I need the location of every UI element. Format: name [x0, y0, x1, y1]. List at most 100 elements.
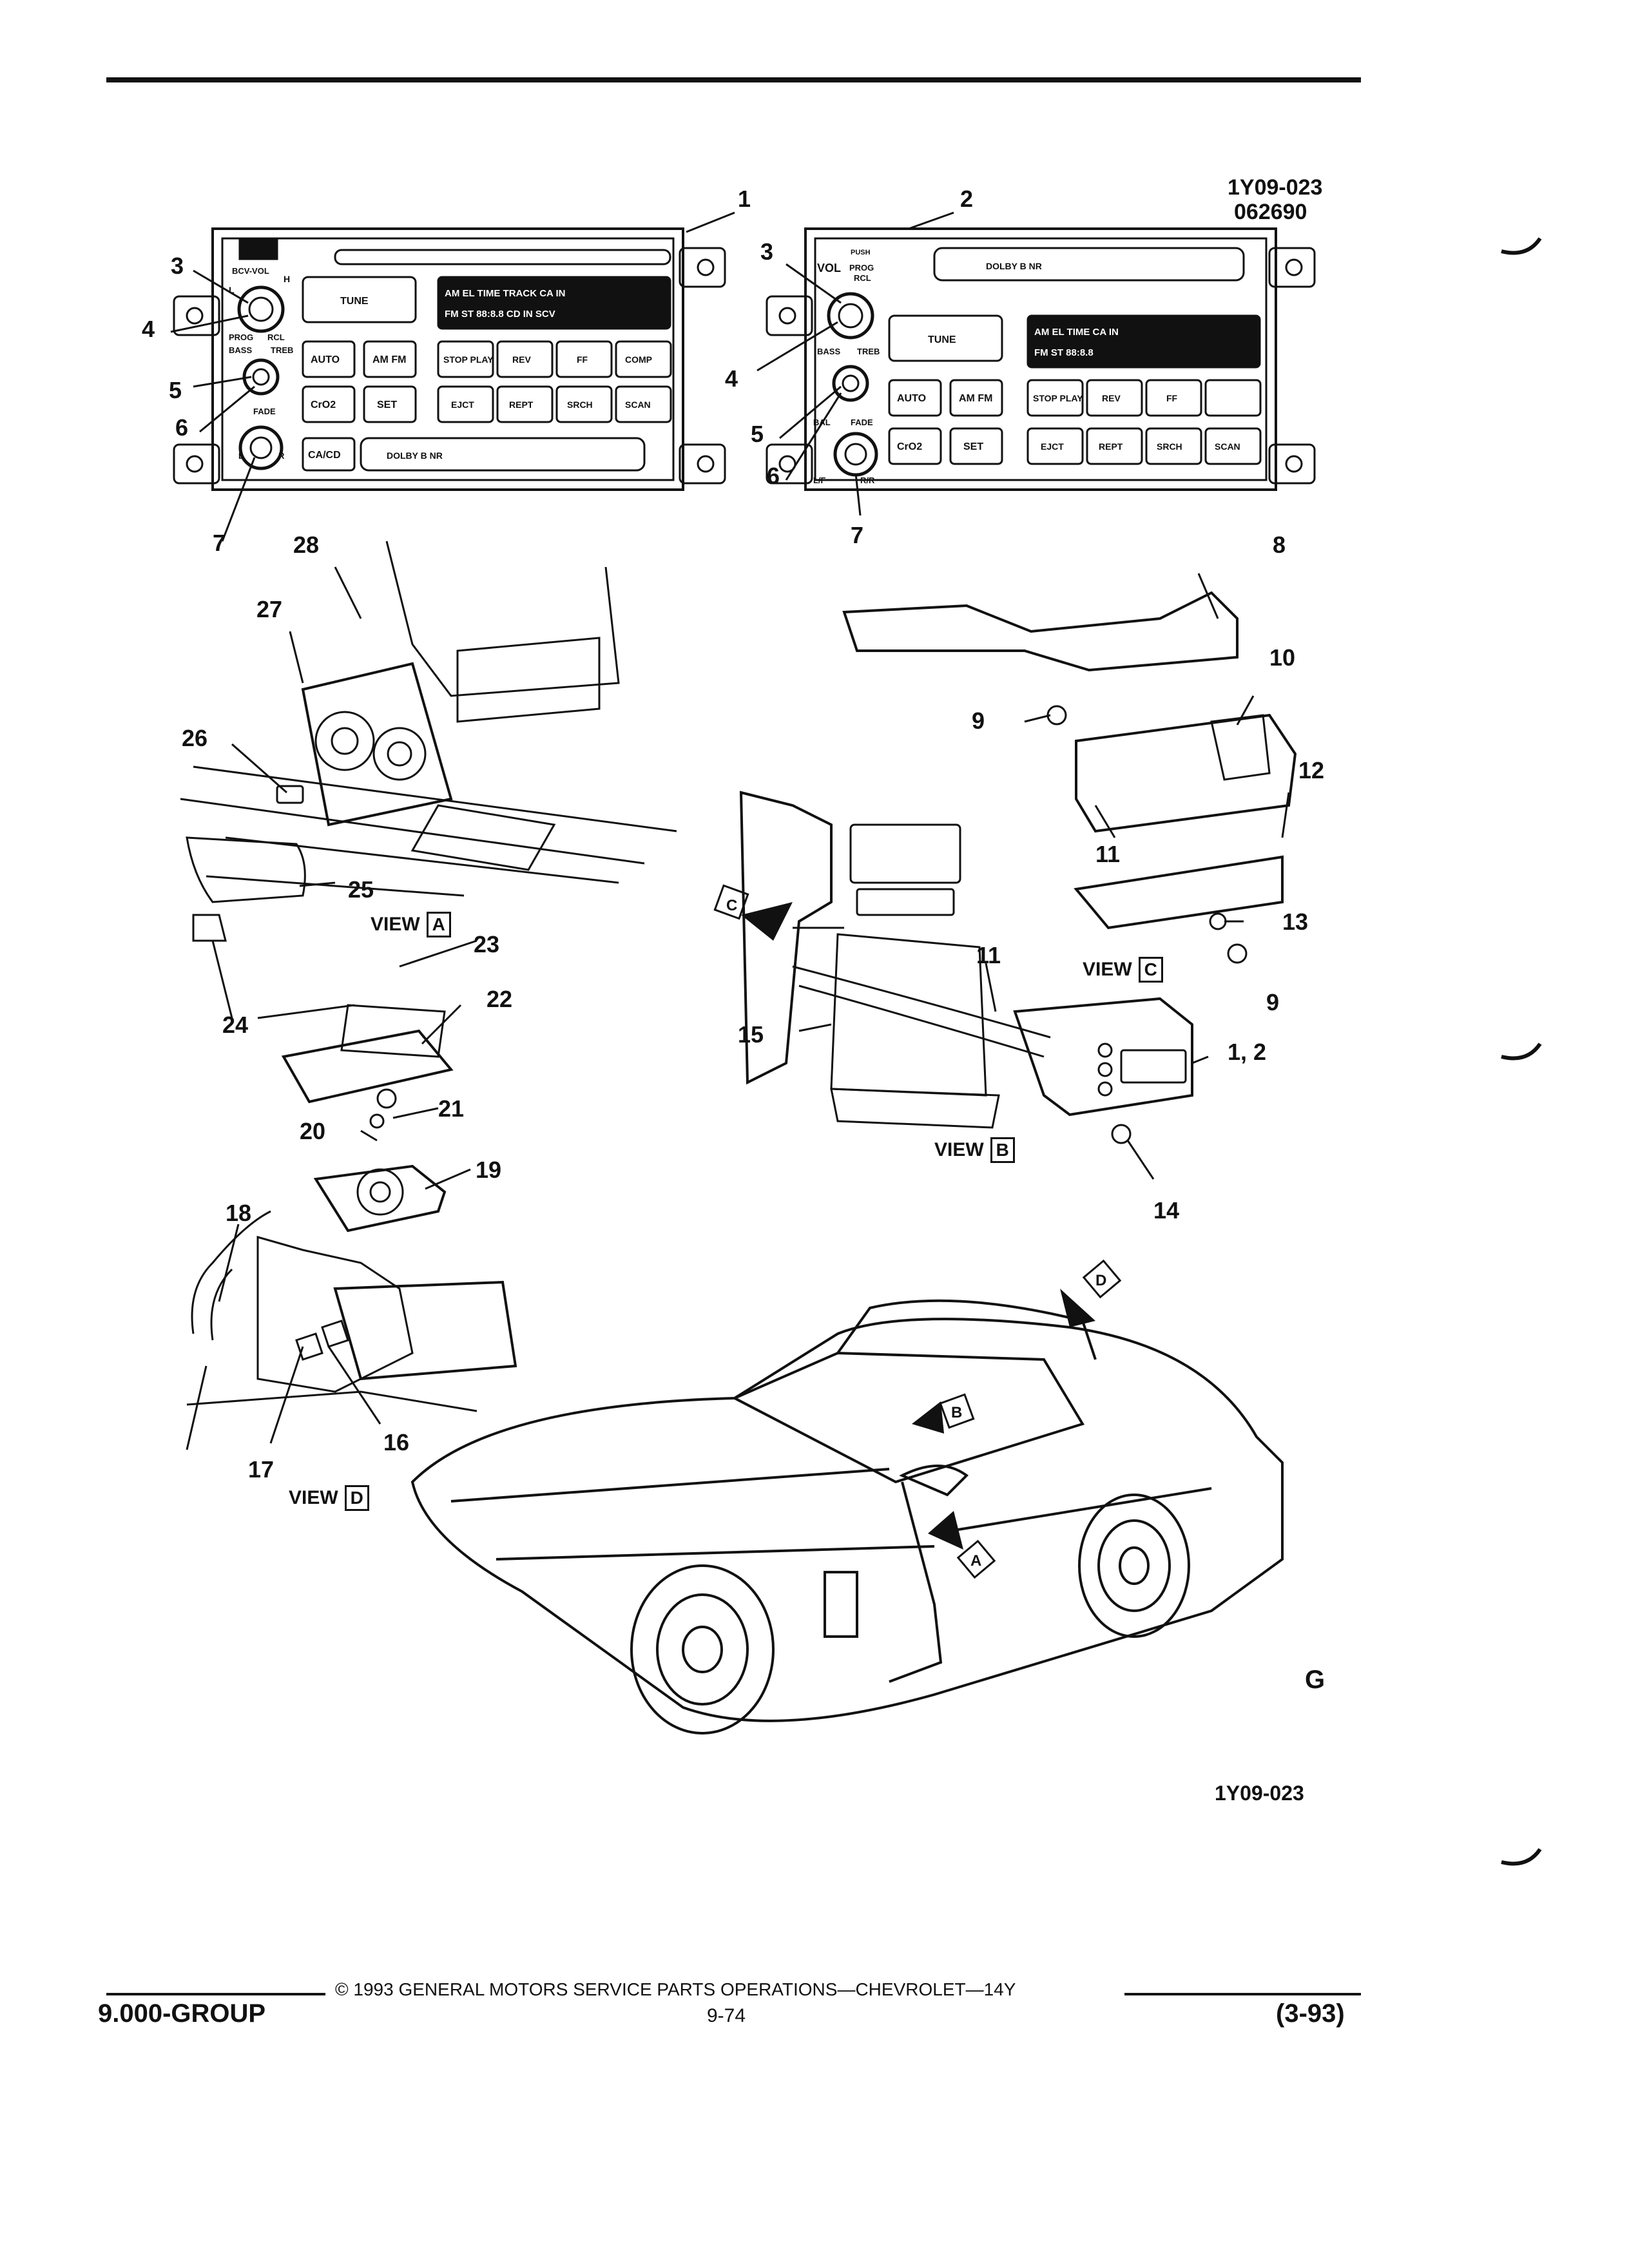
callout-2: 2: [960, 186, 974, 212]
callout-6a: 6: [175, 414, 189, 441]
radio-1-btn-ff: FF: [577, 354, 588, 365]
view-arrows: [741, 902, 1095, 1550]
radio-1-fade-r: R: [278, 451, 285, 461]
radio-2-rcl: RCL: [854, 273, 871, 283]
callout-12: 12: [1298, 757, 1325, 783]
radio-2-fade: FADE: [851, 418, 873, 427]
radio-1-display-line2: FM ST 88:8.8 CD IN SCV: [445, 309, 555, 320]
view-b-label: VIEW B: [934, 1137, 1015, 1163]
radio-1-fade-l: L: [238, 451, 244, 461]
callout-21: 21: [438, 1095, 465, 1122]
radio-1-btn-tune: TUNE: [340, 296, 369, 307]
drawing-date: 062690: [1234, 200, 1307, 224]
radio-1-fade: FADE: [253, 407, 276, 416]
radio-1-btn-ejct: EJCT: [451, 399, 474, 410]
radio-2-btn-tune: TUNE: [928, 334, 956, 345]
radio-2-btn-stop: STOP PLAY: [1033, 393, 1083, 403]
radio-2-illustration: [766, 227, 1316, 491]
callout-15: 15: [738, 1021, 764, 1048]
radio-2-dolby: DOLBY B NR: [986, 261, 1042, 271]
radio-1-btn-cacd: CA/CD: [308, 450, 341, 461]
radio-1-btn-srch: SRCH: [567, 399, 593, 410]
view-d-letter: D: [344, 1485, 369, 1511]
view-c-illustration: [842, 591, 1297, 964]
callout-20: 20: [300, 1118, 326, 1144]
radio-1-bass: BASS: [229, 345, 252, 355]
callout-24: 24: [222, 1012, 249, 1038]
margin-marks: [1501, 237, 1542, 1866]
callout-14: 14: [1153, 1197, 1180, 1224]
callout-9a: 9: [972, 707, 985, 734]
lower-leader-lines: [211, 566, 1290, 1444]
tag-c: C: [726, 897, 737, 914]
radio-2-btn-rept: REPT: [1099, 441, 1123, 452]
view-c-label: VIEW C: [1083, 957, 1163, 983]
radio-1-btn-rept: REPT: [509, 399, 534, 410]
callout-16: 16: [383, 1429, 410, 1456]
radio-1-btn-stop: STOP PLAY: [443, 354, 494, 365]
view-b-illustration: [739, 791, 1193, 1144]
car-illustration: [410, 1299, 1284, 1735]
radio-1-btn-set: SET: [377, 399, 397, 410]
radio-1-btn-scan: SCAN: [625, 399, 651, 410]
view-d-arrow: [1060, 1289, 1095, 1327]
radio-2-prog: PROG: [849, 263, 874, 273]
callout-1: 1: [738, 186, 751, 212]
callout-17: 17: [248, 1456, 275, 1483]
radio-2-btn-auto: AUTO: [897, 393, 926, 404]
footer-revision: (3-93): [1276, 1999, 1345, 2028]
view-b-arrow: [912, 1401, 944, 1434]
callout-6b: 6: [767, 463, 780, 489]
callout-28: 28: [293, 532, 320, 558]
radio-2-display-line2: FM ST 88:8.8: [1034, 347, 1094, 358]
footer-rule-left: [106, 1993, 325, 1995]
radio-1-btn-rev: REV: [512, 354, 531, 365]
radio-2-btn-srch: SRCH: [1157, 441, 1182, 452]
radio-2-vol: VOL: [817, 262, 841, 274]
view-b-letter: B: [990, 1137, 1015, 1163]
callout-19: 19: [476, 1157, 502, 1183]
radio-2-lf: L/F: [813, 476, 826, 485]
tag-a: A: [970, 1552, 981, 1570]
radio-1-display-line1: AM EL TIME TRACK CA IN: [445, 288, 566, 299]
callout-5a: 5: [169, 377, 182, 403]
callout-13: 13: [1282, 908, 1309, 935]
view-a-arrow: [928, 1511, 963, 1550]
radio-2-btn-scan: SCAN: [1215, 441, 1240, 452]
radio-2-display-line1: AM EL TIME CA IN: [1034, 327, 1119, 338]
view-a-label: VIEW A: [371, 912, 451, 937]
radio-1-illustration: [173, 227, 726, 491]
callout-23: 23: [474, 931, 500, 957]
callout-11a: 11: [1095, 841, 1121, 867]
view-d-word: VIEW: [289, 1487, 338, 1508]
callout-25: 25: [348, 876, 374, 903]
callout-10: 10: [1269, 644, 1296, 671]
footer-page: 9-74: [707, 2005, 746, 2026]
radio-2-btn-ff: FF: [1166, 393, 1178, 403]
callout-4b: 4: [725, 365, 738, 392]
view-c-arrow: [741, 902, 793, 941]
radio-1-btn-auto: AUTO: [311, 354, 340, 365]
drawing-code: 1Y09-023: [1228, 175, 1323, 200]
radio-1-prog: PROG: [229, 332, 253, 342]
radio-2-btn-set: SET: [963, 441, 983, 452]
radio-2-btn-amfm: AM FM: [959, 393, 992, 404]
view-d-illustration: [186, 1210, 517, 1450]
callout-22: 22: [487, 986, 513, 1012]
radio-2-btn-ejct: EJCT: [1041, 441, 1064, 452]
radio-1-rcl: RCL: [267, 332, 285, 342]
radio-1-logo: disc: [247, 242, 278, 259]
radio-1-btn-amfm: AM FM: [372, 354, 406, 365]
view-d-label: VIEW D: [289, 1485, 369, 1511]
view-a-word: VIEW: [371, 914, 420, 935]
view-arrow-tags: [713, 884, 1122, 1579]
callout-7b: 7: [851, 522, 864, 548]
callout-5b: 5: [751, 421, 764, 447]
view-a-letter: A: [426, 912, 451, 937]
tag-b: B: [951, 1404, 962, 1421]
radio-2-bass: BASS: [817, 347, 840, 356]
callout-3b: 3: [760, 238, 774, 265]
radio-2-btn-cro2: CrO2: [897, 441, 922, 452]
